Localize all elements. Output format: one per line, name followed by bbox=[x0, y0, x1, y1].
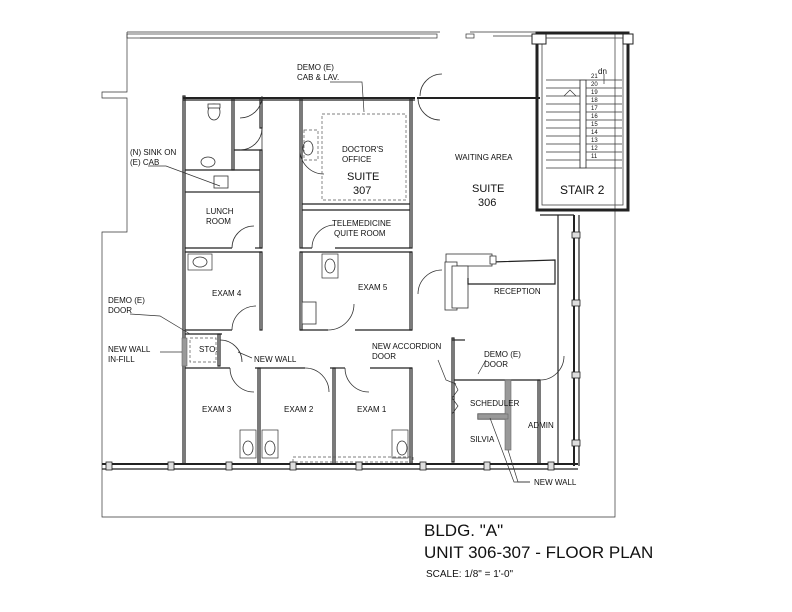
room-label-exam-3: EXAM 3 bbox=[202, 405, 232, 414]
room-label-lunch-room: ROOM bbox=[206, 217, 231, 226]
room-label-exam-2: EXAM 2 bbox=[284, 405, 314, 414]
stair-step-number: 15 bbox=[591, 122, 598, 128]
sheet-border bbox=[101, 31, 616, 518]
note-sink-on-cab: (E) CAB bbox=[130, 158, 159, 167]
annotation-notes: DEMO (E) CAB & LAV. (N) SINK ON (E) CAB … bbox=[108, 63, 577, 487]
bottom-exterior-wall bbox=[102, 456, 578, 471]
leader-lines bbox=[129, 81, 530, 483]
sink-icon bbox=[324, 258, 336, 274]
room-label-suite-306: 306 bbox=[478, 197, 496, 209]
note-demo-cab-lav: CAB & LAV. bbox=[297, 73, 339, 82]
sink-icon bbox=[213, 175, 229, 189]
room-label-reception: RECEPTION bbox=[494, 287, 541, 296]
building-title: BLDG. "A" bbox=[424, 521, 503, 540]
stair-step-number: 12 bbox=[591, 146, 598, 152]
stair-step-number: 13 bbox=[591, 138, 598, 144]
note-new-wall-mid: NEW WALL bbox=[254, 355, 297, 364]
room-label-waiting-area: WAITING AREA bbox=[455, 153, 513, 162]
room-label-suite-307: 307 bbox=[353, 185, 371, 197]
unit-floor-plan-title: UNIT 306-307 - FLOOR PLAN bbox=[424, 543, 653, 562]
note-demo-door-right: DOOR bbox=[484, 360, 508, 369]
room-label-suite-307: SUITE bbox=[347, 171, 379, 183]
drawing-scale: SCALE: 1/8" = 1'-0" bbox=[426, 569, 514, 580]
right-exterior-wall bbox=[540, 214, 581, 466]
note-new-accordion-door: NEW ACCORDION bbox=[372, 342, 442, 351]
room-label-sto: STO. bbox=[199, 345, 218, 354]
room-label-lunch-room: LUNCH bbox=[206, 207, 234, 216]
cabinet-icon bbox=[301, 301, 317, 325]
room-label-exam-4: EXAM 4 bbox=[212, 289, 242, 298]
sink-icon bbox=[302, 140, 314, 156]
new-walls bbox=[181, 337, 512, 451]
room-label-doctors-office: DOCTOR'S bbox=[342, 145, 383, 154]
note-demo-door-right: DEMO (E) bbox=[484, 350, 521, 359]
top-exterior-wall bbox=[126, 33, 538, 39]
stair-step-number: 21 bbox=[591, 74, 598, 80]
sink-icon bbox=[396, 440, 408, 456]
stair-step-numbers: 21 20 19 18 17 16 15 14 13 12 11 bbox=[591, 74, 598, 160]
title-block: BLDG. "A" UNIT 306-307 - FLOOR PLAN SCAL… bbox=[424, 521, 653, 580]
note-demo-door-left: DEMO (E) bbox=[108, 296, 145, 305]
room-label-doctors-office: OFFICE bbox=[342, 155, 371, 164]
note-demo-door-left: DOOR bbox=[108, 306, 132, 315]
stair-step-number: 16 bbox=[591, 114, 598, 120]
room-label-exam-5: EXAM 5 bbox=[358, 283, 388, 292]
room-label-stair-2: STAIR 2 bbox=[560, 183, 605, 197]
room-label-silvia: SILVIA bbox=[470, 435, 495, 444]
note-demo-cab-lav: DEMO (E) bbox=[297, 63, 334, 72]
room-label-telemedicine: QUITE ROOM bbox=[334, 229, 386, 238]
sink-icon bbox=[264, 440, 276, 456]
stair-direction-label: dn bbox=[598, 67, 607, 76]
stair-step-number: 20 bbox=[591, 82, 598, 88]
stair-step-number: 14 bbox=[591, 130, 598, 136]
sink-icon bbox=[242, 440, 254, 456]
room-label-telemedicine: TELEMEDICINE bbox=[332, 219, 391, 228]
room-label-admin: ADMIN bbox=[528, 421, 554, 430]
note-new-wall-infill: IN-FILL bbox=[108, 355, 135, 364]
stair-step-number: 17 bbox=[591, 106, 598, 112]
room-labels: DOCTOR'S OFFICE SUITE 307 WAITING AREA S… bbox=[199, 67, 607, 444]
sink-icon bbox=[200, 156, 216, 168]
stair-step-number: 19 bbox=[591, 90, 598, 96]
reception-area-walls bbox=[444, 253, 556, 465]
suite-307-walls bbox=[182, 95, 540, 465]
door-swings bbox=[219, 73, 565, 415]
sink-icon bbox=[192, 256, 208, 268]
stair-step-number: 11 bbox=[591, 154, 598, 160]
stair-2 bbox=[531, 31, 634, 212]
note-new-wall-bottom: NEW WALL bbox=[534, 478, 577, 487]
room-label-exam-1: EXAM 1 bbox=[357, 405, 387, 414]
note-new-wall-infill: NEW WALL bbox=[108, 345, 151, 354]
room-label-scheduler: SCHEDULER bbox=[470, 399, 520, 408]
room-label-suite-306: SUITE bbox=[472, 183, 504, 195]
note-sink-on-cab: (N) SINK ON bbox=[130, 148, 176, 157]
stair-step-number: 18 bbox=[591, 98, 598, 104]
note-new-accordion-door: DOOR bbox=[372, 352, 396, 361]
